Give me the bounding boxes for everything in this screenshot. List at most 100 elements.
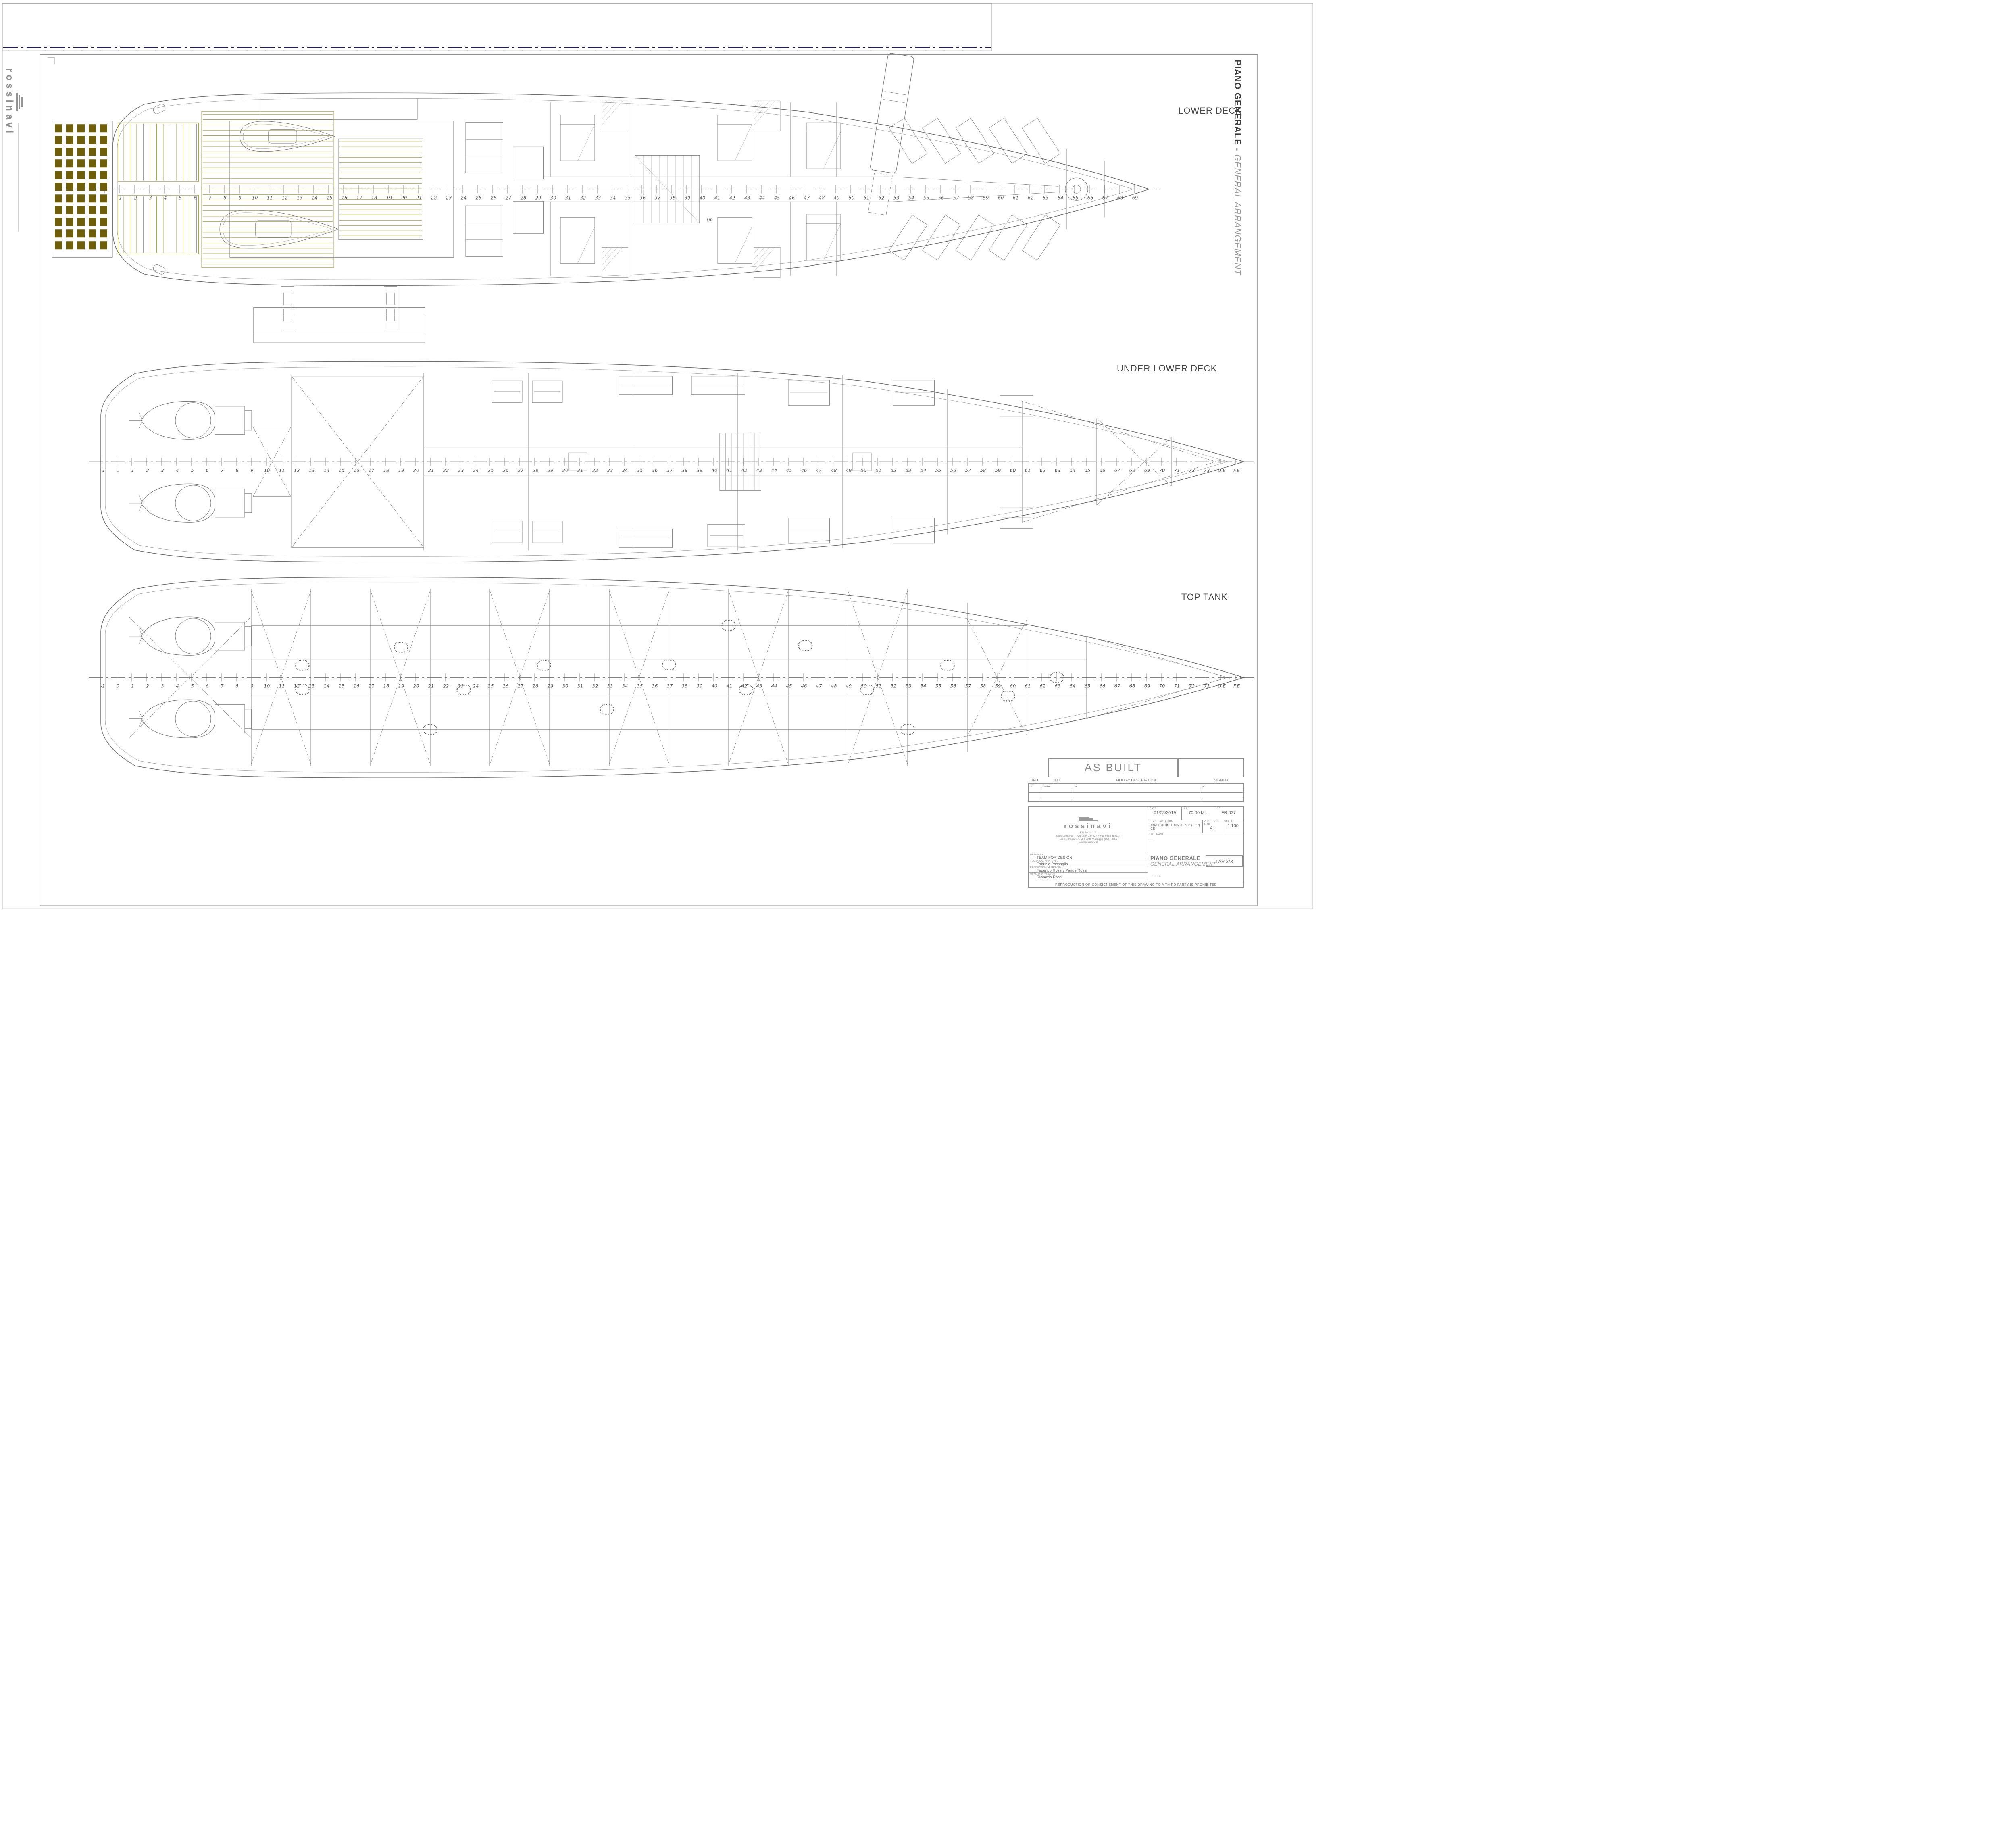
svg-text:13: 13 bbox=[309, 683, 315, 689]
svg-text:70: 70 bbox=[1159, 683, 1165, 689]
drawing-title-it: PIANO GENERALE bbox=[1150, 855, 1201, 861]
svg-text:65: 65 bbox=[1085, 683, 1091, 689]
svg-text:69: 69 bbox=[1132, 195, 1138, 200]
svg-text:1: 1 bbox=[131, 683, 134, 689]
approval-label: QUALITY APPROVED bbox=[1030, 873, 1055, 875]
svg-text:9: 9 bbox=[250, 683, 253, 689]
svg-text:67: 67 bbox=[1102, 195, 1108, 200]
svg-text:34: 34 bbox=[610, 195, 616, 200]
svg-text:14: 14 bbox=[312, 195, 318, 200]
svg-text:52: 52 bbox=[891, 467, 897, 473]
svg-text:18: 18 bbox=[371, 195, 377, 200]
field-job-label: JOB bbox=[1215, 808, 1221, 810]
label-top-tank: TOP TANK bbox=[1181, 592, 1228, 602]
svg-text:52: 52 bbox=[879, 195, 885, 200]
svg-text:62: 62 bbox=[1040, 683, 1046, 689]
svg-text:36: 36 bbox=[652, 683, 658, 689]
svg-text:48: 48 bbox=[819, 195, 825, 200]
drawing-title-cell: PIANO GENERALE GENERAL ARRANGEMENT TAV.3… bbox=[1148, 854, 1245, 881]
svg-text:69: 69 bbox=[1144, 683, 1150, 689]
approval-value: Federico Rossi / Paride Rossi bbox=[1037, 868, 1087, 873]
rev-cell-r1c3 bbox=[1200, 788, 1243, 793]
svg-text:67: 67 bbox=[1114, 467, 1120, 473]
svg-text:61: 61 bbox=[1013, 195, 1019, 200]
rossinavi-mark-icon bbox=[1079, 816, 1098, 821]
svg-text:-1: -1 bbox=[100, 467, 105, 473]
rev-cell-r2c2 bbox=[1073, 793, 1200, 797]
svg-text:49: 49 bbox=[846, 683, 852, 689]
company-block: rossinavi F.lli Rossi s.r.l. sede operat… bbox=[1028, 806, 1244, 888]
brand-word: rossinavi bbox=[4, 68, 15, 136]
field-file-name: FILE NAME ... bbox=[1148, 833, 1243, 854]
svg-text:38: 38 bbox=[670, 195, 676, 200]
svg-text:42: 42 bbox=[741, 683, 748, 689]
svg-text:68: 68 bbox=[1117, 195, 1123, 200]
svg-text:2: 2 bbox=[134, 195, 137, 200]
svg-text:31: 31 bbox=[577, 683, 583, 689]
rev-cell-r3c2 bbox=[1073, 797, 1200, 802]
svg-text:1: 1 bbox=[131, 467, 134, 473]
rev-cell-r3c3 bbox=[1200, 797, 1243, 802]
svg-text:59: 59 bbox=[983, 195, 989, 200]
svg-text:4: 4 bbox=[164, 195, 167, 200]
svg-text:27: 27 bbox=[518, 683, 524, 689]
svg-text:32: 32 bbox=[580, 195, 586, 200]
svg-text:51: 51 bbox=[876, 683, 882, 689]
svg-text:25: 25 bbox=[476, 195, 482, 200]
svg-text:11: 11 bbox=[267, 195, 273, 200]
svg-text:65: 65 bbox=[1073, 195, 1079, 200]
company-line1: F.lli Rossi s.r.l. bbox=[1080, 831, 1097, 834]
svg-text:30: 30 bbox=[562, 467, 569, 473]
svg-text:60: 60 bbox=[998, 195, 1004, 200]
svg-text:14: 14 bbox=[324, 683, 330, 689]
svg-text:72: 72 bbox=[1189, 467, 1195, 473]
svg-text:28: 28 bbox=[533, 683, 539, 689]
svg-text:40: 40 bbox=[700, 195, 706, 200]
svg-text:51: 51 bbox=[876, 467, 882, 473]
svg-text:15: 15 bbox=[339, 683, 345, 689]
rev-col-signed: SIGNED bbox=[1214, 778, 1228, 782]
svg-text:41: 41 bbox=[727, 683, 733, 689]
svg-text:28: 28 bbox=[521, 195, 527, 200]
rev-col-upd: UPD bbox=[1030, 778, 1038, 782]
field-hull: HULL 70,00 Mt. bbox=[1181, 807, 1214, 820]
svg-text:66: 66 bbox=[1100, 467, 1106, 473]
passerelle bbox=[868, 53, 914, 216]
svg-text:27: 27 bbox=[506, 195, 512, 200]
svg-text:54: 54 bbox=[908, 195, 914, 200]
svg-text:38: 38 bbox=[682, 467, 688, 473]
svg-text:10: 10 bbox=[264, 683, 270, 689]
svg-text:18: 18 bbox=[383, 683, 389, 689]
svg-text:19: 19 bbox=[398, 467, 404, 473]
svg-text:14: 14 bbox=[324, 467, 330, 473]
svg-text:63: 63 bbox=[1055, 467, 1061, 473]
svg-text:59: 59 bbox=[995, 467, 1001, 473]
svg-text:60: 60 bbox=[1010, 467, 1016, 473]
field-hull-value: 70,00 Mt. bbox=[1188, 810, 1207, 815]
svg-text:34: 34 bbox=[622, 683, 628, 689]
svg-text:43: 43 bbox=[756, 683, 762, 689]
svg-text:69: 69 bbox=[1144, 467, 1150, 473]
label-lower-deck: LOWER DECK bbox=[1178, 106, 1242, 116]
rev-cell-r2c0 bbox=[1029, 793, 1041, 797]
svg-text:10: 10 bbox=[264, 467, 270, 473]
svg-text:73: 73 bbox=[1204, 467, 1210, 473]
approval-value: Riccardo Rossi bbox=[1037, 875, 1062, 879]
svg-text:12: 12 bbox=[294, 683, 300, 689]
svg-text:40: 40 bbox=[712, 467, 718, 473]
svg-text:15: 15 bbox=[339, 467, 345, 473]
rev-col-date: DATE bbox=[1052, 778, 1061, 782]
svg-text:21: 21 bbox=[416, 195, 422, 200]
svg-text:23: 23 bbox=[458, 683, 464, 689]
svg-text:24: 24 bbox=[473, 467, 479, 473]
svg-text:43: 43 bbox=[744, 195, 750, 200]
svg-text:37: 37 bbox=[655, 195, 661, 200]
company-address: F.lli Rossi s.r.l. sede operativa T +39 … bbox=[1056, 831, 1120, 844]
tav-number: TAV.3/3 bbox=[1206, 855, 1243, 867]
svg-text:17: 17 bbox=[369, 683, 375, 689]
field-scale: SCALE 1:100 bbox=[1223, 820, 1243, 833]
svg-text:62: 62 bbox=[1028, 195, 1034, 200]
